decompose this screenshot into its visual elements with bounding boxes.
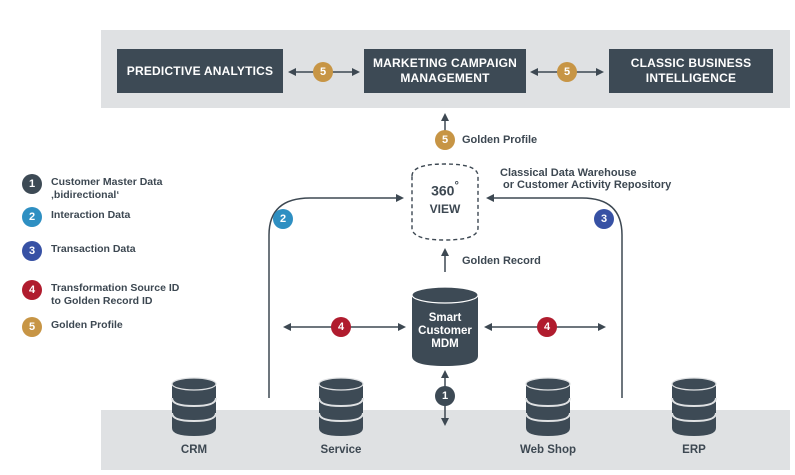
predictive-analytics-label: PREDICTIVE ANALYTICS xyxy=(126,63,274,78)
legend-badge-2: 2 xyxy=(22,207,42,227)
view-360-label: 360° VIEW xyxy=(412,180,478,218)
legend-badge-1: 1 xyxy=(22,174,42,194)
badge-transformation-left: 4 xyxy=(331,317,351,337)
legend-badge-5: 5 xyxy=(22,317,42,337)
source-label-webshop: Web Shop xyxy=(519,444,576,456)
legend-text-3: Transaction Data xyxy=(51,243,136,255)
warehouse-line-2: or Customer Activity Repository xyxy=(503,179,672,191)
warehouse-line-1: Classical Data Warehouse xyxy=(500,167,637,179)
service-database-icon xyxy=(318,377,364,436)
marketing-campaign-label: MARKETING CAMPAIGN MANAGEMENT xyxy=(373,56,517,86)
connector-interaction xyxy=(268,194,404,398)
webshop-database-icon xyxy=(525,377,571,436)
legend-1-line-1: Customer Master Data xyxy=(51,176,163,188)
classic-line-1: CLASSIC BUSINESS xyxy=(630,56,752,70)
legend-text-4: Transformation Source ID to Golden Recor… xyxy=(51,280,179,308)
mdm-database-icon xyxy=(411,286,479,366)
legend-badge-3: 3 xyxy=(22,241,42,261)
view-360-number: 360 xyxy=(431,182,455,199)
source-label-service: Service xyxy=(320,444,362,456)
predictive-analytics-box: PREDICTIVE ANALYTICS xyxy=(117,49,283,93)
mdm-line-3: MDM xyxy=(431,338,459,350)
legend-badge-4: 4 xyxy=(22,280,42,300)
legend-4-line-2: to Golden Record ID xyxy=(51,295,153,307)
legend-4-line-1: Transformation Source ID xyxy=(51,282,180,294)
source-label-crm: CRM xyxy=(180,444,208,456)
legend-text-2: Interaction Data xyxy=(51,209,131,221)
badge-golden-profile-right: 5 xyxy=(557,62,577,82)
connector-transaction xyxy=(486,194,623,398)
view-360-text: VIEW xyxy=(429,202,461,217)
legend-item-3: 3 Transaction Data xyxy=(22,241,136,261)
crm-database-icon xyxy=(171,377,217,436)
legend-item-5: 5 Golden Profile xyxy=(22,317,123,337)
legend-item-4: 4 Transformation Source ID to Golden Rec… xyxy=(22,280,179,308)
golden-record-label: Golden Record xyxy=(462,255,541,267)
classic-line-2: INTELLIGENCE xyxy=(645,71,737,85)
legend-1-line-2: ‚bidirectional‘ xyxy=(51,189,120,201)
classic-bi-label: CLASSIC BUSINESS INTELLIGENCE xyxy=(631,56,752,86)
marketing-line-2: MANAGEMENT xyxy=(400,71,490,85)
source-label-erp: ERP xyxy=(682,444,706,456)
legend-item-1: 1 Customer Master Data ‚bidirectional‘ xyxy=(22,174,162,202)
view-360-shape xyxy=(411,163,479,241)
badge-golden-profile: 5 xyxy=(435,130,455,150)
badge-transaction-data: 3 xyxy=(594,209,614,229)
legend-text-1: Customer Master Data ‚bidirectional‘ xyxy=(51,174,162,202)
legend-text-5: Golden Profile xyxy=(51,319,123,331)
legend-item-2: 2 Interaction Data xyxy=(22,207,130,227)
badge-golden-profile-left: 5 xyxy=(313,62,333,82)
mdm-line-1: Smart xyxy=(428,312,462,324)
badge-interaction-data: 2 xyxy=(273,209,293,229)
badge-transformation-right: 4 xyxy=(537,317,557,337)
golden-profile-label: Golden Profile xyxy=(462,134,538,146)
classic-bi-box: CLASSIC BUSINESS INTELLIGENCE xyxy=(609,49,773,93)
warehouse-label: Classical Data Warehouse or Customer Act… xyxy=(500,167,671,191)
erp-database-icon xyxy=(671,377,717,436)
marketing-campaign-box: MARKETING CAMPAIGN MANAGEMENT xyxy=(364,49,526,93)
view-360-degree: ° xyxy=(454,180,459,192)
mdm-line-2: Customer xyxy=(418,325,472,337)
marketing-line-1: MARKETING CAMPAIGN xyxy=(372,56,518,70)
badge-master-data: 1 xyxy=(435,386,455,406)
mdm-label: Smart Customer MDM xyxy=(412,312,478,351)
